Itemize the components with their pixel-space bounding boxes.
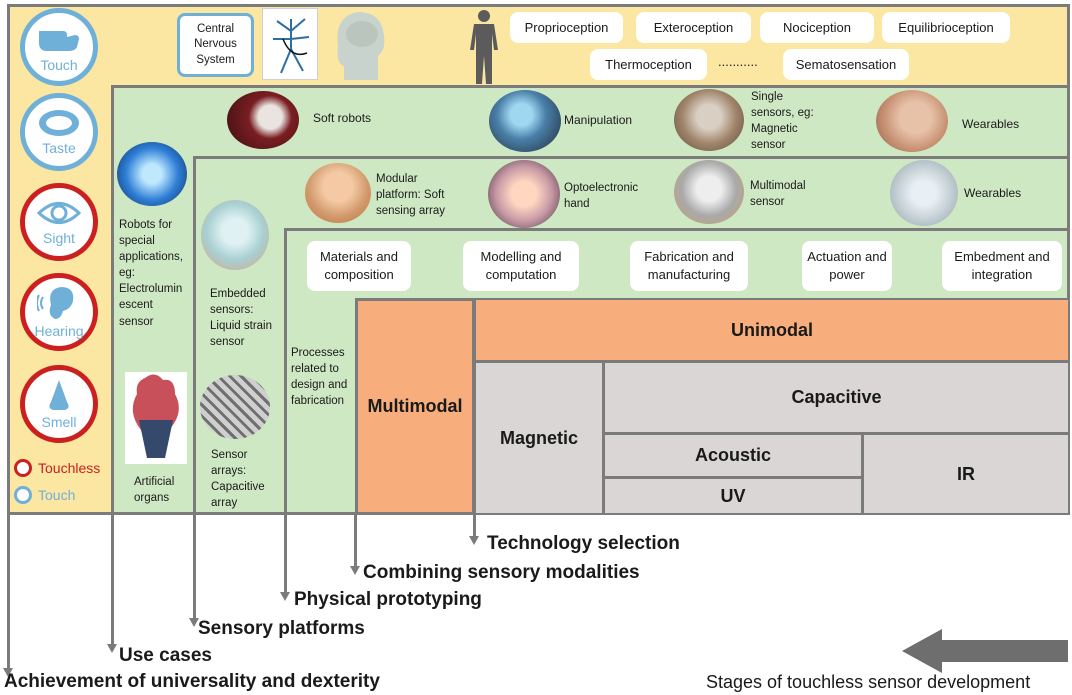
ir-block: IR [862,433,1070,515]
technology-selection-arrowhead [469,536,479,545]
touchless-legend-label: Touchless [38,460,101,476]
stage-combining: Combining sensory modalities [363,562,640,583]
wearables-label: Wearables [962,117,1020,131]
eye-icon [37,202,81,224]
stage-physical-prototyping: Physical prototyping [294,589,482,610]
touch-legend-marker [14,486,32,504]
achievement-line [7,515,10,669]
taste-sense-circle: Taste [20,93,98,171]
touchless-legend-marker [14,459,32,477]
stage-achievement: Achievement of universality and dexterit… [4,671,380,692]
perception-thermoception: Thermoception [590,49,707,80]
smell-label: Smell [41,414,77,430]
process-embedment: Embedment and integration [942,241,1062,291]
manipulation-image [489,90,561,152]
processes-label: Processes related to design and fabricat… [291,347,348,408]
embedded-sensors-label: Embedded sensors: Liquid strain sensor [210,288,273,349]
robots-special-image [117,142,187,206]
touch-sense-circle: Touch [20,8,98,86]
mouth-icon [39,110,79,136]
combining-line [354,515,357,567]
hand-icon [39,31,79,51]
hearing-label: Hearing [34,323,84,339]
sight-label: Sight [43,230,75,246]
acoustic-block: Acoustic [603,433,863,478]
stage-sensory-platforms: Sensory platforms [198,618,365,639]
development-direction-arrow [902,629,1068,673]
perception-exteroception: Exteroception [636,12,751,43]
modular-platform-label: Modular platform: Soft sensing array [376,173,446,218]
capacitive-block: Capacitive [603,361,1070,434]
legend-touchless: Touchless [14,459,100,477]
perception-ellipsis: ........... [718,54,758,69]
uv-block: UV [603,477,863,515]
multimodal-block: Multimodal [355,298,475,515]
use-cases-arrowhead [107,644,117,653]
achievement-arrowhead [3,668,13,677]
hearing-sense-circle: Hearing [20,273,98,351]
perception-sematosensation: Sematosensation [783,49,909,80]
process-fabrication: Fabrication and manufacturing [630,241,748,291]
single-sensor-image [674,89,744,151]
perception-equilibrioception: Equilibrioception [882,12,1010,43]
soft-robots-label: Soft robots [313,111,372,125]
single-sensors-label: Single sensors, eg: Magnetic sensor [751,91,814,152]
optoelectronic-hand-image [488,160,560,228]
robots-special-label: Robots for special applications, eg: Ele… [119,219,183,328]
taste-label: Taste [42,140,76,156]
soft-robots-image [227,91,299,149]
sensor-array-image [200,375,270,439]
technology-selection-line [473,515,476,537]
process-materials: Materials and composition [307,241,411,291]
unimodal-block: Unimodal [474,298,1070,362]
perception-nociception: Nociception [760,12,874,43]
use-cases-line [111,515,114,645]
artificial-organ-image [125,372,187,464]
sight-sense-circle: Sight [20,183,98,261]
combining-arrowhead [350,566,360,575]
neuron-image [262,8,318,80]
stage-technology-selection: Technology selection [487,533,680,554]
physical-prototyping-line [284,515,287,593]
multimodal-sensor-label: Multimodal sensor [750,180,806,209]
platform-wearables-label: Wearables [964,186,1022,200]
modular-platform-image [305,163,371,223]
perception-proprioception: Proprioception [510,12,623,43]
stage-use-cases: Use cases [119,645,212,666]
cns-box: Central Nervous System [177,13,254,77]
sensory-platforms-arrowhead [189,618,199,627]
optoelectronic-hand-label: Optoelectronic hand [564,182,639,211]
manipulation-label: Manipulation [564,113,633,127]
human-body-icon [466,8,502,86]
multimodal-sensor-image [674,160,744,224]
sensor-arrays-label: Sensor arrays: Capacitive array [211,449,265,510]
embedded-sensor-image [201,200,269,270]
magnetic-block: Magnetic [474,361,604,515]
smell-sense-circle: Smell [20,365,98,443]
process-actuation: Actuation and power [802,241,892,291]
ear-icon [37,287,74,319]
artificial-organs-label: Artificial organs [134,476,175,505]
stages-caption: Stages of touchless sensor development [706,672,1031,692]
touch-legend-label: Touch [38,487,76,503]
legend-touch: Touch [14,486,75,504]
sensory-platforms-line [193,515,196,619]
process-modelling: Modelling and computation [463,241,579,291]
wearables-ear-image [876,90,948,152]
nose-icon [49,380,69,410]
wearables-hand-image [890,160,958,226]
physical-prototyping-arrowhead [280,592,290,601]
cns-label: Central Nervous System [194,22,237,66]
touch-label: Touch [40,57,78,73]
head-image [328,6,388,82]
